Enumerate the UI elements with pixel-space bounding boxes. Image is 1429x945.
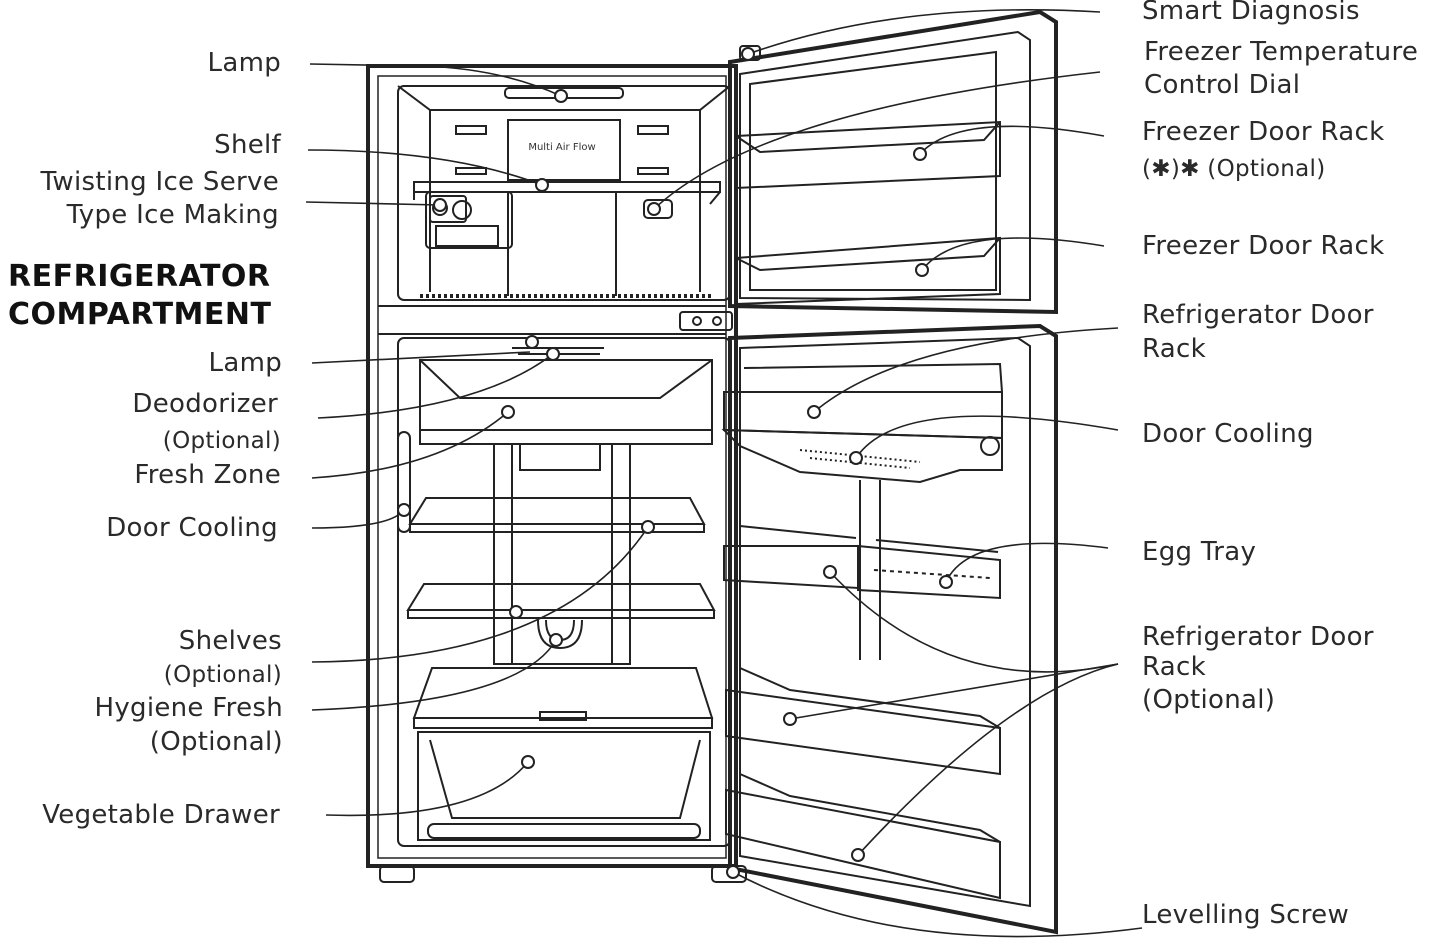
label-refrigerator-door-rack-optional-line3: (Optional) [1142, 685, 1276, 715]
refrigerator-door [721, 323, 1058, 935]
label-deodorizer-optional: (Optional) [162, 428, 281, 454]
label-refrigerator-door-rack-optional-line2: Rack [1142, 652, 1206, 682]
cabinet [366, 64, 747, 883]
label-smart-diagnosis: Smart Diagnosis [1142, 0, 1360, 26]
label-type-ice-making: Type Ice Making [66, 200, 279, 230]
label-door-cooling-left: Door Cooling [106, 513, 278, 543]
label-freezer-door-rack-optional: Freezer Door Rack [1142, 117, 1385, 147]
label-refrigerator-door-rack-line2: Rack [1142, 334, 1206, 364]
label-freezer-temperature: Freezer Temperature [1144, 37, 1419, 67]
label-fresh-zone: Fresh Zone [134, 460, 281, 490]
label-shelves: Shelves [178, 626, 282, 656]
label-shelf: Shelf [214, 130, 281, 160]
callout-dots [397, 47, 953, 879]
label-freezer-door-rack: Freezer Door Rack [1142, 231, 1385, 261]
label-egg-tray: Egg Tray [1142, 537, 1257, 567]
label-hygiene-optional: (Optional) [149, 727, 283, 757]
label-twisting-ice-serve: Twisting Ice Serve [40, 167, 279, 197]
label-freezer-rack-optional-note: (✱)✱ (Optional) [1142, 156, 1326, 182]
label-hygiene-fresh: Hygiene Fresh [94, 693, 283, 723]
label-shelves-optional: (Optional) [163, 662, 282, 688]
leader-lines [305, 9, 1143, 938]
label-refrigerator-door-rack-optional: Refrigerator Door [1142, 622, 1374, 652]
heading-line-2: COMPARTMENT [8, 297, 272, 332]
label-vegetable-drawer: Vegetable Drawer [42, 800, 280, 830]
label-refrigerator-door-rack: Refrigerator Door [1142, 300, 1374, 330]
heading-line-1: REFRIGERATOR [8, 259, 271, 294]
label-control-dial: Control Dial [1144, 70, 1301, 100]
label-door-cooling-right: Door Cooling [1142, 419, 1314, 449]
refrigerator-compartment-heading: REFRIGERATOR COMPARTMENT [8, 258, 271, 334]
label-deodorizer: Deodorizer [132, 389, 278, 419]
label-lamp-top: Lamp [207, 48, 281, 78]
freezer-door [728, 9, 1058, 315]
label-levelling-screw: Levelling Screw [1142, 900, 1350, 930]
multi-air-flow-panel-text: Multi Air Flow [528, 142, 595, 153]
label-lamp-fridge: Lamp [208, 348, 282, 378]
